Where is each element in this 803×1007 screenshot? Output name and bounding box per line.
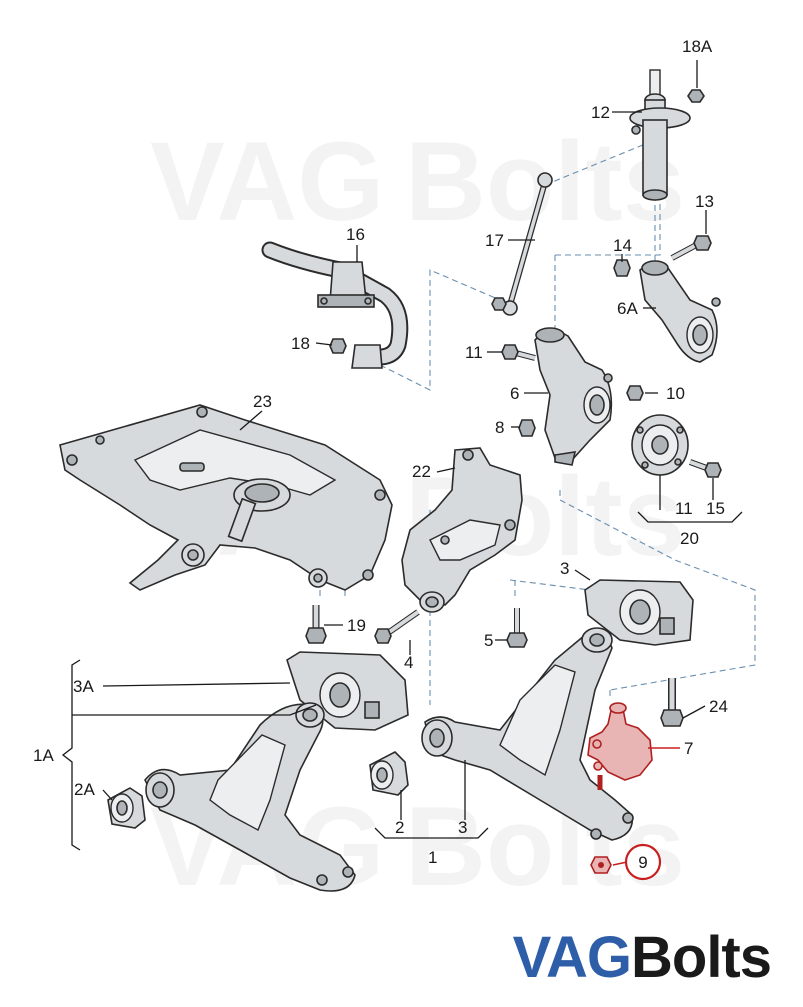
label-20: 20 (680, 529, 699, 548)
label-1A: 1A (33, 746, 54, 765)
part-10-nut (626, 385, 644, 401)
part-14-nut (613, 259, 631, 277)
logo-vag: VAG (512, 925, 632, 990)
part-4-bolt (374, 609, 420, 644)
label-22: 22 (412, 462, 431, 481)
label-7: 7 (684, 739, 693, 758)
watermark-top: VAG Bolts (150, 119, 685, 244)
label-2: 2 (395, 818, 404, 837)
part-9-nut (590, 856, 612, 874)
watermark-top-vag: VAG (150, 119, 384, 244)
label-19: 19 (347, 616, 366, 635)
label-18: 18 (291, 334, 310, 353)
part-3-rear-bushing (584, 579, 694, 646)
part-18-nut (329, 338, 347, 354)
label-15: 15 (706, 499, 725, 518)
leader-lines (102, 60, 714, 866)
part-6-steering-knuckle (534, 327, 613, 466)
part-17-stabilizer-link (491, 172, 553, 316)
label-17: 17 (485, 231, 504, 250)
label-3A: 3A (73, 677, 94, 696)
label-23: 23 (253, 392, 272, 411)
label-13: 13 (695, 192, 714, 211)
part-19-bolt (305, 605, 327, 644)
part-20-wheel-hub (631, 414, 689, 476)
part-6A-steering-knuckle (639, 260, 721, 363)
part-8-nut (518, 419, 536, 437)
part-7-ball-joint (587, 702, 653, 790)
label-9: 9 (638, 853, 647, 872)
label-11-upper: 11 (465, 343, 483, 362)
label-12: 12 (591, 103, 610, 122)
bracket-20 (637, 511, 743, 523)
label-6A: 6A (617, 299, 638, 318)
label-4: 4 (404, 653, 413, 672)
bracket-1 (374, 827, 489, 839)
part-12-strut (629, 69, 691, 201)
label-9-highlight: 9 (624, 843, 662, 881)
label-8: 8 (495, 418, 504, 437)
label-6: 6 (510, 384, 519, 403)
label-16: 16 (346, 225, 365, 244)
part-2A-front-bushing (107, 787, 146, 829)
part-11-bolt-upper (501, 344, 536, 361)
part-23-subframe (59, 404, 393, 591)
part-22-engine-support (401, 447, 523, 613)
label-3-bushing: 3 (560, 559, 569, 578)
part-18A-nut (687, 89, 705, 103)
part-2-front-bushing (369, 751, 409, 796)
part-16-stabilizer-bar (261, 241, 409, 369)
part-3-control-arm (421, 627, 634, 841)
part-15-bolt (688, 459, 722, 478)
part-5-bolt (506, 608, 528, 648)
label-18A: 18A (682, 37, 713, 56)
label-1: 1 (428, 848, 437, 867)
part-labels: 18A 12 13 14 6A 16 17 18 11 6 10 8 23 22… (33, 37, 728, 867)
logo-bolts: Bolts (631, 925, 772, 990)
part-24-bolt (660, 678, 684, 727)
label-5: 5 (484, 631, 493, 650)
label-3-arm: 3 (458, 818, 467, 837)
label-10: 10 (666, 384, 685, 403)
label-2A: 2A (74, 780, 95, 799)
bracket-1A (61, 659, 317, 851)
label-14: 14 (613, 236, 632, 255)
label-11-lower: 11 (675, 499, 693, 518)
label-24: 24 (709, 697, 728, 716)
part-13-bolt (670, 235, 712, 261)
part-1A-control-arm (144, 702, 356, 892)
vagbolts-logo: VAGBolts (513, 929, 772, 987)
